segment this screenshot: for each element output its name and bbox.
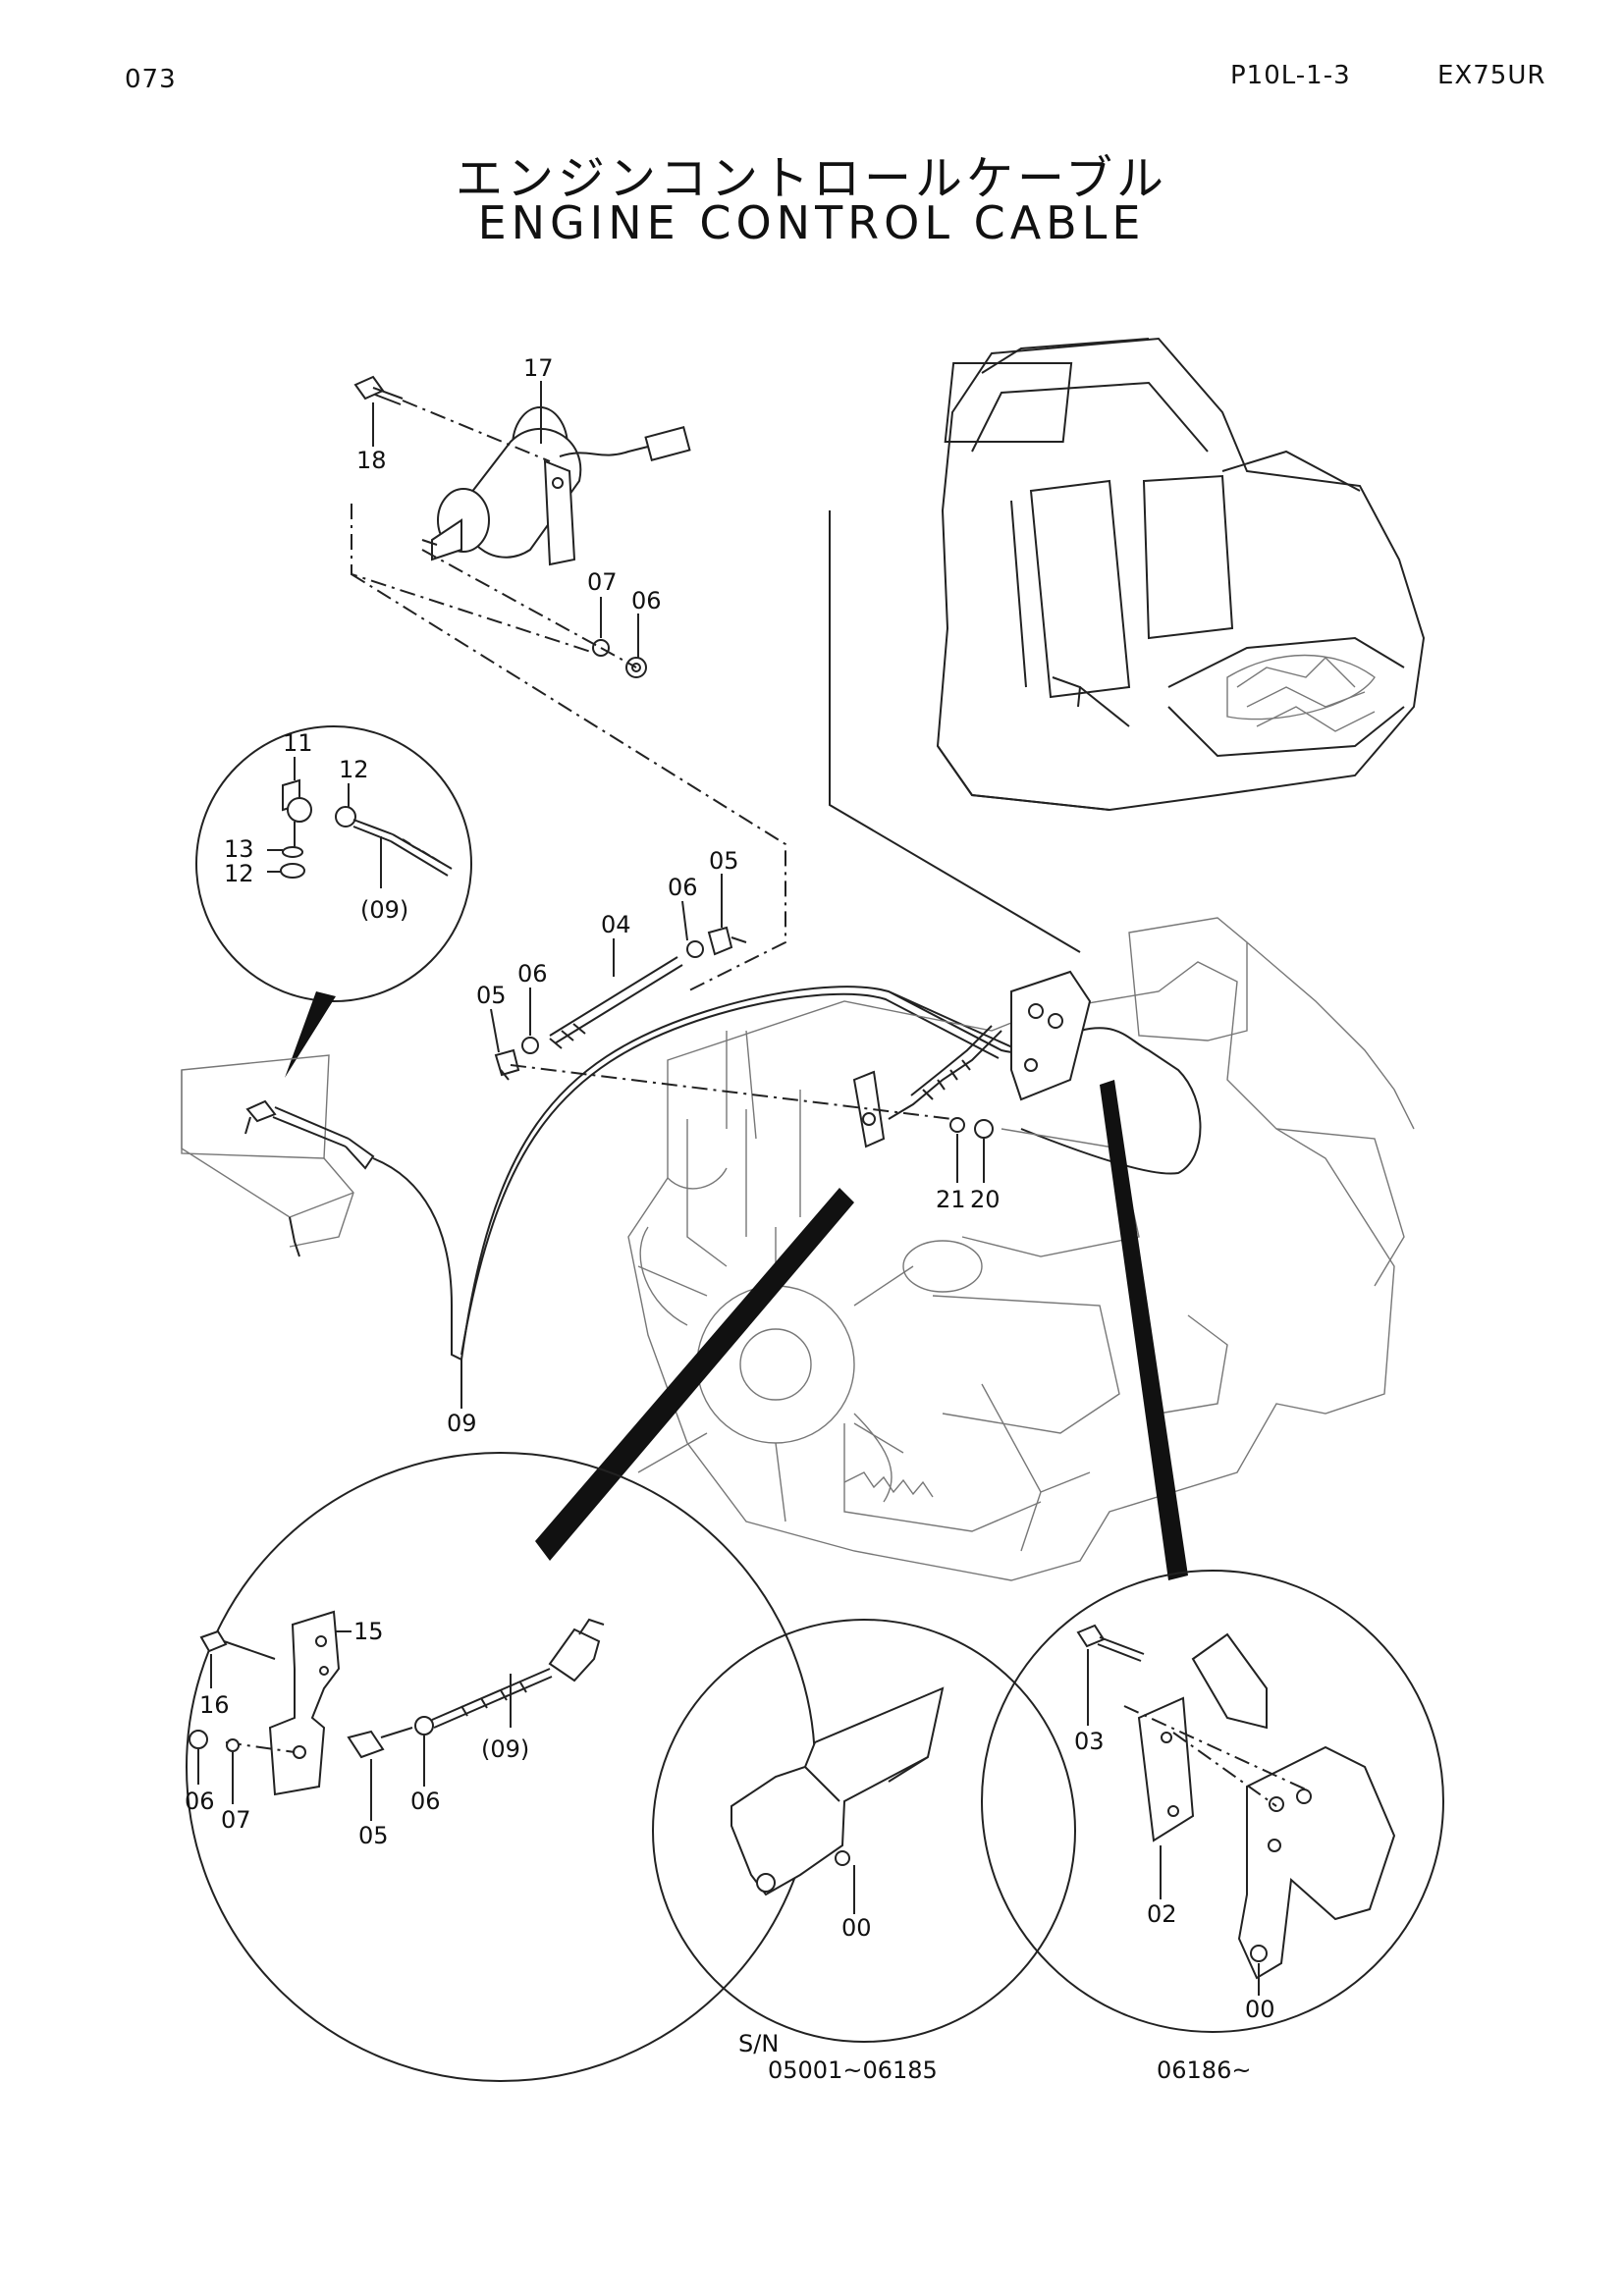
- bolt-18: [353, 375, 404, 405]
- assembly-line-cab-to-bracket: [829, 510, 1081, 953]
- callout-12-b: 12: [224, 860, 254, 887]
- callout-00-b: 00: [1245, 1996, 1275, 2023]
- callout-05-b: 05: [476, 982, 507, 1009]
- callout-15: 15: [353, 1618, 384, 1645]
- callout-03: 03: [1074, 1728, 1105, 1755]
- callout-09-a: (09): [360, 896, 408, 924]
- detail-pointer-1: [285, 991, 336, 1078]
- callout-18: 18: [356, 447, 387, 474]
- washer-21: [949, 1117, 965, 1133]
- callout-06: 06: [631, 587, 662, 614]
- callout-00-a: 00: [841, 1914, 872, 1942]
- title-japanese: エンジンコントロールケーブル: [455, 151, 1168, 206]
- model-code: EX75UR: [1437, 61, 1546, 90]
- detail-circle-bracket-old: [652, 1619, 1076, 2043]
- detail-circle-rod-end: [195, 725, 472, 1002]
- callout-09-c: (09): [481, 1735, 529, 1763]
- callout-07-b: 07: [221, 1806, 251, 1834]
- callout-06-c: 06: [517, 960, 548, 988]
- serial-label: S/N: [738, 2030, 779, 2057]
- callout-21: 21: [936, 1186, 966, 1213]
- callout-05-c: 05: [358, 1822, 389, 1849]
- nut-20: [974, 1119, 994, 1139]
- callout-06-b: 06: [668, 874, 698, 901]
- engine-bracket: [852, 970, 1092, 1148]
- callout-05-a: 05: [709, 847, 739, 875]
- callout-06-d: 06: [185, 1788, 215, 1815]
- callout-06-e: 06: [410, 1788, 441, 1815]
- callout-02: 02: [1147, 1900, 1177, 1928]
- callout-labels: 17 18 07 06 11 12 13 12 (09) 04 06 05 06…: [185, 354, 1275, 2023]
- excavator-illustration: [936, 337, 1426, 812]
- leader-line-cab: [1079, 686, 1130, 727]
- detail-pointer-3: [1100, 1080, 1188, 1580]
- callout-12-a: 12: [339, 756, 369, 783]
- callout-20: 20: [970, 1186, 1001, 1213]
- rod-04-assembly: [494, 926, 747, 1081]
- callout-16: 16: [199, 1691, 230, 1719]
- actuator-solenoid: [421, 406, 691, 566]
- detail-circle-bracket-15: [186, 1452, 816, 2082]
- serial-range-new: 06186~: [1157, 2056, 1251, 2084]
- callout-07: 07: [587, 568, 618, 596]
- callout-13: 13: [224, 835, 254, 863]
- control-cable-09: [460, 986, 1202, 1361]
- page-number: 073: [125, 65, 177, 94]
- callout-09-b: 09: [447, 1410, 477, 1437]
- engine-illustration: [627, 917, 1415, 1581]
- title-english: ENGINE CONTROL CABLE: [477, 196, 1146, 249]
- page-code: P10L-1-3: [1230, 61, 1351, 90]
- detail-circle-bracket-new: [981, 1570, 1444, 2033]
- callout-04: 04: [601, 911, 631, 938]
- serial-ranges: S/N 05001~06185 06186~: [738, 2030, 1251, 2084]
- detail-pointer-2: [535, 1188, 854, 1561]
- callout-11: 11: [283, 729, 313, 757]
- callout-17: 17: [523, 354, 554, 382]
- serial-range-old: 05001~06185: [768, 2056, 938, 2084]
- console-section: [181, 1054, 462, 1361]
